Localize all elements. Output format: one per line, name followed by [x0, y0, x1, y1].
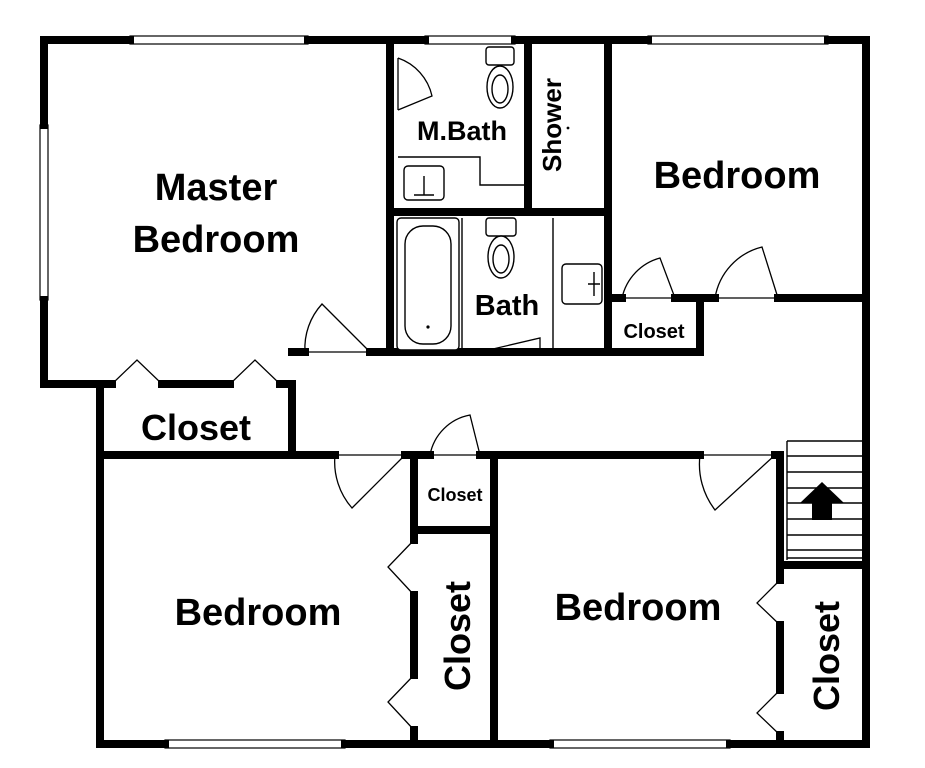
door-bedroom-ne: [714, 246, 779, 299]
toilet-bath-icon: [485, 217, 517, 279]
label-closet-master: Closet: [141, 407, 251, 448]
label-master-bath: M.Bath: [417, 116, 507, 146]
window-mbath-top: [424, 35, 516, 45]
label-master-bedroom-line1: Master: [155, 167, 278, 209]
label-master-bedroom-line2: Bedroom: [133, 219, 300, 261]
windows: [39, 35, 829, 749]
label-bedroom-ne: Bedroom: [654, 155, 821, 197]
door-master: [304, 303, 371, 353]
door-sw-closet: [387, 539, 415, 731]
sink-bath-icon: [561, 263, 603, 305]
label-closet-ne: Closet: [623, 321, 684, 343]
label-bedroom-se: Bedroom: [555, 587, 722, 629]
window-bedroom-ne-top: [647, 35, 829, 45]
label-closet-hall: Closet: [427, 485, 482, 505]
doors: [111, 57, 781, 736]
door-bath: [479, 337, 541, 353]
sink-mbath-icon: [403, 165, 445, 201]
door-ne-closet: [621, 257, 676, 299]
toilet-mbath-icon: [485, 46, 515, 109]
window-master-left: [39, 124, 49, 301]
label-bath: Bath: [475, 290, 539, 322]
door-hall-closet: [429, 414, 481, 456]
room-labels: Master Bedroom M.Bath Shower Bedroom Bat…: [133, 78, 847, 711]
label-closet-se: Closet: [806, 601, 847, 711]
walls: [40, 36, 870, 748]
window-bedroom-sw-bottom: [164, 739, 346, 749]
door-se-closet: [756, 579, 781, 736]
door-bedroom-sw: [334, 454, 406, 509]
window-master-top: [129, 35, 309, 45]
label-shower: Shower: [537, 78, 567, 172]
door-mbath: [397, 57, 433, 111]
fixtures: [396, 46, 862, 560]
window-bedroom-se-bottom: [549, 739, 731, 749]
stairs-up-arrow-icon: [786, 440, 862, 560]
bathtub-icon: [396, 217, 460, 351]
door-master-closet: [111, 359, 281, 385]
label-bedroom-sw: Bedroom: [175, 592, 342, 634]
door-bedroom-se: [698, 454, 776, 511]
label-closet-sw: Closet: [437, 581, 478, 691]
